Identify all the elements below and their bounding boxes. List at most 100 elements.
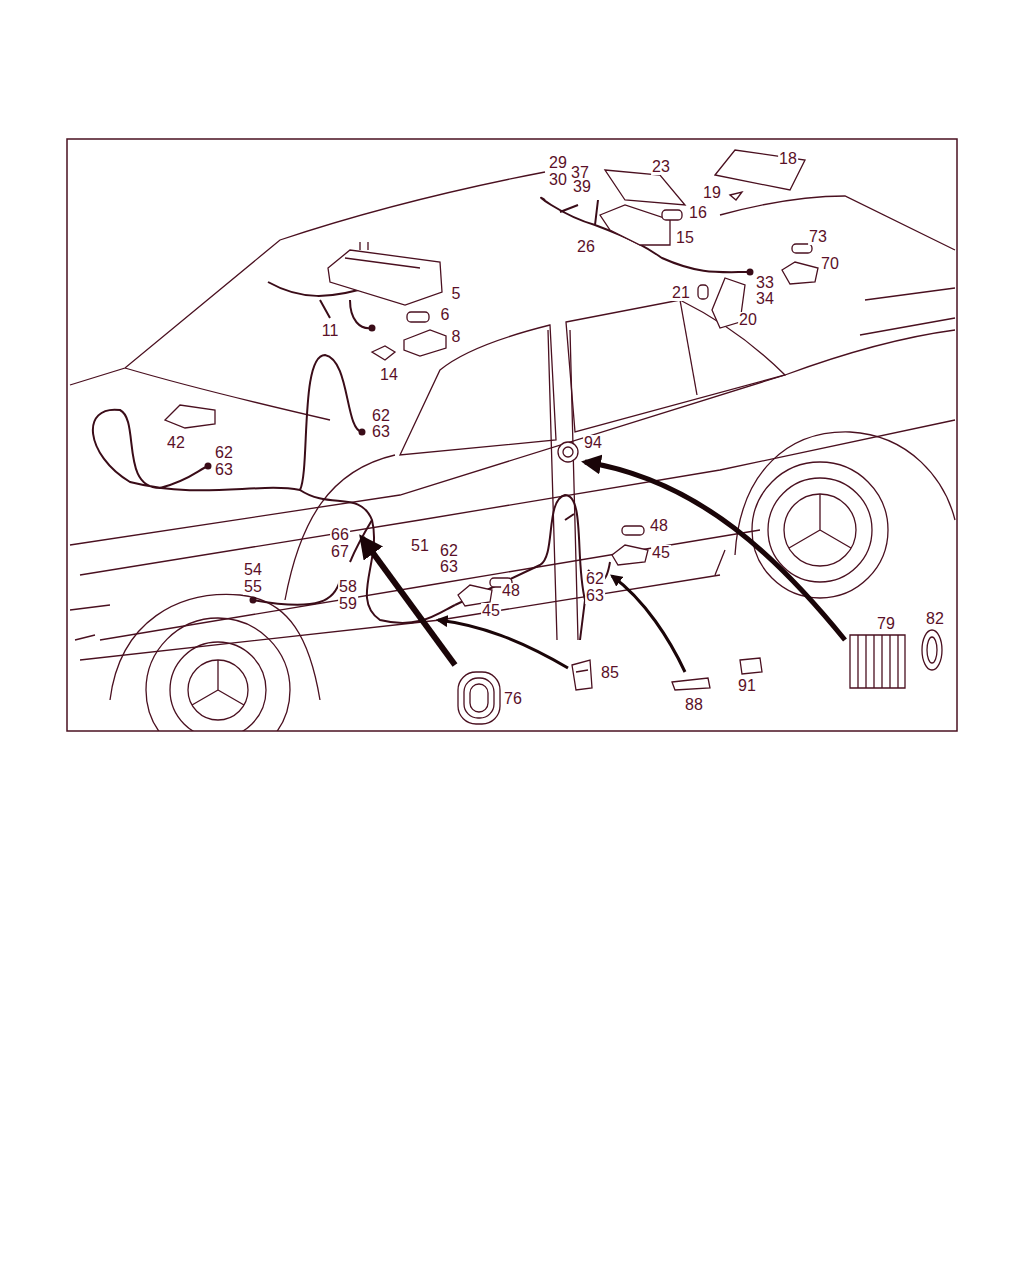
callout-number: 21 xyxy=(671,285,691,301)
callout-number: 62 xyxy=(585,571,605,587)
lamp xyxy=(782,262,818,284)
connector-dot xyxy=(360,430,365,435)
callout-number: 18 xyxy=(778,151,798,167)
callout-number: 91 xyxy=(737,678,757,694)
callout-number: 26 xyxy=(576,239,596,255)
ring xyxy=(922,630,942,670)
callout-number: 20 xyxy=(738,312,758,328)
front-door-window xyxy=(400,325,556,455)
callout-number: 82 xyxy=(925,611,945,627)
callout-number: 62 xyxy=(214,445,234,461)
bellows xyxy=(464,678,494,718)
callout-number: 29 xyxy=(548,155,568,171)
grommet xyxy=(558,442,578,462)
rear-lamp xyxy=(715,150,805,190)
callout-number: 55 xyxy=(243,579,263,595)
bulb xyxy=(698,285,708,299)
car-body xyxy=(70,172,955,731)
callout-number: 88 xyxy=(684,697,704,713)
rear-rim xyxy=(768,478,872,582)
front-wheel xyxy=(146,618,290,731)
callout-number: 62 xyxy=(439,543,459,559)
callout-number: 59 xyxy=(338,596,358,612)
callout-number: 15 xyxy=(675,230,695,246)
bulb xyxy=(792,244,812,253)
frame xyxy=(67,139,957,731)
callout-number: 63 xyxy=(214,462,234,478)
callout-number: 63 xyxy=(439,559,459,575)
callout-number: 58 xyxy=(338,579,358,595)
b-pillar xyxy=(548,330,578,640)
callout-number: 33 xyxy=(755,275,775,291)
callout-number: 14 xyxy=(379,367,399,383)
callout-number: 8 xyxy=(451,329,462,345)
belt-line xyxy=(70,330,955,545)
grommet-hole xyxy=(563,447,573,457)
connector-dot xyxy=(748,270,753,275)
front-star xyxy=(192,660,244,705)
connector-dot xyxy=(370,326,375,331)
callout-number: 5 xyxy=(451,286,462,302)
callout-number: 30 xyxy=(548,172,568,188)
bellows xyxy=(458,672,500,724)
callout-number: 48 xyxy=(501,583,521,599)
clip xyxy=(372,346,395,360)
callout-number: 85 xyxy=(600,665,620,681)
arrow xyxy=(585,462,845,640)
callout-number: 11 xyxy=(321,323,340,339)
callout-number: 45 xyxy=(481,603,501,619)
callout-number: 76 xyxy=(503,691,523,707)
bellows xyxy=(850,635,905,688)
bulb xyxy=(622,526,644,535)
screw xyxy=(730,192,742,200)
rear-star xyxy=(789,494,851,548)
callout-number: 94 xyxy=(583,435,603,451)
parts xyxy=(165,150,942,724)
callout-number: 79 xyxy=(876,616,896,632)
callout-number: 23 xyxy=(651,159,671,175)
callout-number: 42 xyxy=(166,435,186,451)
front-hub xyxy=(188,660,248,720)
callout-number: 67 xyxy=(330,544,350,560)
clip xyxy=(572,660,592,690)
callout-number: 63 xyxy=(585,588,605,604)
callout-number: 16 xyxy=(688,205,708,221)
callout-number: 51 xyxy=(410,538,430,554)
callout-number: 70 xyxy=(820,256,840,272)
rear-door-window xyxy=(566,300,785,432)
lamp xyxy=(404,330,446,356)
harness-roof xyxy=(541,198,750,273)
harness-kick xyxy=(253,520,372,605)
roof-line xyxy=(70,172,545,385)
bellows xyxy=(470,684,488,712)
callout-number: 45 xyxy=(651,545,671,561)
rear-hub xyxy=(784,494,856,566)
bulb xyxy=(662,210,682,220)
front-rim xyxy=(170,642,266,731)
body-line xyxy=(80,420,955,575)
callout-number: 62 xyxy=(371,408,391,424)
connector-dot xyxy=(251,598,256,603)
arrow xyxy=(612,576,685,672)
connector xyxy=(672,678,710,690)
callout-number: 19 xyxy=(702,185,722,201)
ring-inner xyxy=(927,637,937,663)
door-edges xyxy=(285,455,725,600)
bulb xyxy=(407,312,429,322)
callout-number: 6 xyxy=(440,307,451,323)
callout-number: 54 xyxy=(243,562,263,578)
callout-number: 73 xyxy=(808,229,828,245)
harness-a-pillar xyxy=(93,355,362,490)
front-lamp xyxy=(165,405,215,428)
cowl-line xyxy=(125,368,330,420)
rear-deck xyxy=(720,196,955,250)
connector-dot xyxy=(206,464,211,469)
lamp-housing xyxy=(600,205,670,245)
callout-number: 34 xyxy=(755,291,775,307)
quarter-pillar xyxy=(680,300,697,395)
callout-number: 63 xyxy=(371,424,391,440)
wiring xyxy=(93,198,753,640)
harness-rear-door xyxy=(455,495,610,640)
